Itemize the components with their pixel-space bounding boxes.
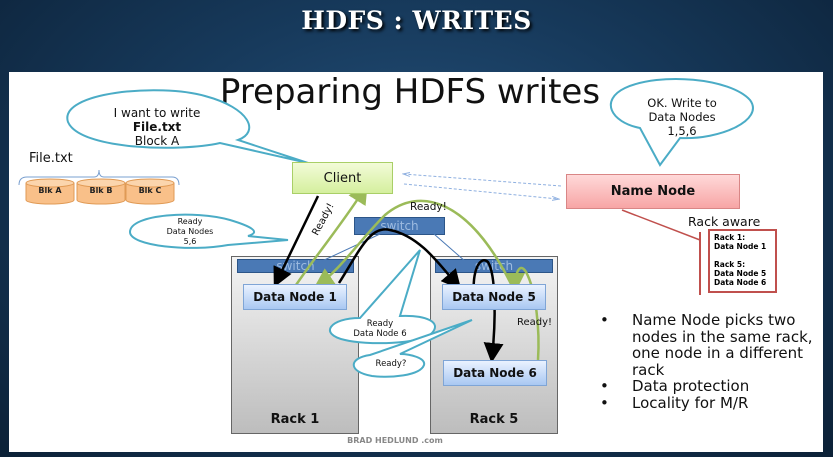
block-b: Blk B xyxy=(89,185,113,195)
rack-5-label: Rack 5 xyxy=(469,412,519,427)
rack-aware-node: Data Node 6 xyxy=(714,278,767,287)
data-node-5: Data Node 5 xyxy=(442,284,546,310)
rack-aware-node: Data Node 1 xyxy=(714,242,767,251)
callout-client-request: I want to write File.txt Block A xyxy=(92,106,222,148)
callout-line: Ready xyxy=(366,319,394,329)
slide-title: HDFS : WRITES xyxy=(301,6,532,35)
rack-aware-table: Rack 1: Data Node 1 Rack 5: Data Node 5 … xyxy=(708,229,777,293)
bullet-text: Data protection xyxy=(632,377,750,395)
name-node: Name Node xyxy=(566,174,740,209)
credit-text: BRAD HEDLUND .com xyxy=(347,436,443,445)
file-label: File.txt xyxy=(29,151,73,166)
callout-line: Data Node 6 xyxy=(353,329,407,339)
callout-ready-nodes: Ready Data Nodes 5,6 xyxy=(150,217,230,247)
callout-line: Data Nodes xyxy=(648,110,716,124)
ready-label-top: Ready! xyxy=(410,201,447,213)
rack-1-label: Rack 1 xyxy=(270,412,320,427)
diagram-title: Preparing HDFS writes xyxy=(219,72,601,112)
callout-line: OK. Write to xyxy=(647,96,717,110)
callout-line: I want to write xyxy=(113,106,201,120)
callout-line: 5,6 xyxy=(183,237,197,246)
rack-aware-node: Data Node 5 xyxy=(714,269,767,278)
rack-aware-title: Rack aware xyxy=(688,214,761,229)
callout-line: 1,5,6 xyxy=(667,124,697,138)
callout-line: Data Nodes xyxy=(166,227,214,236)
client-node: Client xyxy=(292,162,393,194)
bullet-item: •Locality for M/R xyxy=(600,393,749,412)
callout-line: Ready xyxy=(177,217,203,226)
rack-aware-rack: Rack 5: xyxy=(714,260,746,269)
ready-label-right: Ready! xyxy=(517,317,553,328)
block-c: Blk C xyxy=(138,185,162,195)
callout-ready-question: Ready? xyxy=(375,359,407,369)
file-blocks xyxy=(25,178,175,205)
bullet-text: Name Node picks two nodes in the same ra… xyxy=(632,311,813,379)
callout-line: Block A xyxy=(134,134,180,148)
bullet-list: •Name Node picks two nodes in the same r… xyxy=(600,312,820,411)
bullet-item: •Data protection xyxy=(600,377,750,395)
data-node-6: Data Node 6 xyxy=(443,360,547,386)
block-a: Blk A xyxy=(38,185,62,195)
bullet-text: Locality for M/R xyxy=(632,393,749,412)
callout-name-node-reply: OK. Write to Data Nodes 1,5,6 xyxy=(622,96,742,138)
rack-aware-rack: Rack 1: xyxy=(714,233,746,242)
callout-ready-node6: Ready Data Node 6 xyxy=(330,319,430,339)
data-node-1: Data Node 1 xyxy=(243,284,347,310)
callout-line: File.txt xyxy=(132,120,182,134)
bullet-item: •Name Node picks two nodes in the same r… xyxy=(600,312,820,378)
